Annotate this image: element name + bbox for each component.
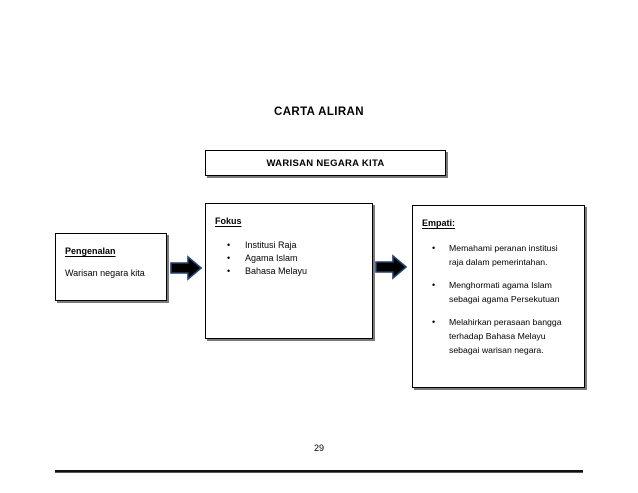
list-item: Melahirkan perasaan bangga terhadap Baha… bbox=[422, 315, 574, 357]
page-number: 29 bbox=[313, 443, 324, 453]
flow-box-empati-heading: Empati: bbox=[422, 218, 456, 228]
flowchart-banner-box: WARISAN NEGARA KITA bbox=[205, 150, 446, 176]
flow-box-fokus-heading: Fokus bbox=[215, 216, 242, 226]
list-item: Institusi Raja bbox=[215, 239, 363, 252]
flow-box-pengenalan: Pengenalan Warisan negara kita bbox=[55, 233, 167, 301]
flow-box-empati-bullet-list: Memahami peranan institusi raja dalam pe… bbox=[422, 241, 574, 357]
list-item: Agama Islam bbox=[215, 252, 363, 265]
footer-divider bbox=[55, 470, 583, 473]
list-item: Memahami peranan institusi raja dalam pe… bbox=[422, 241, 574, 269]
page-title: CARTA ALIRAN bbox=[274, 106, 364, 118]
flow-box-pengenalan-heading: Pengenalan bbox=[65, 246, 116, 256]
right-block-arrow-icon bbox=[170, 255, 202, 281]
list-item: Bahasa Melayu bbox=[215, 265, 363, 278]
flow-box-fokus-bullet-list: Institusi Raja Agama Islam Bahasa Melayu bbox=[215, 239, 363, 278]
list-item: Menghormati agama Islam sebagai agama Pe… bbox=[422, 278, 574, 306]
flowchart-banner-label: WARISAN NEGARA KITA bbox=[266, 157, 385, 169]
flow-box-empati: Empati: Memahami peranan institusi raja … bbox=[412, 205, 585, 388]
flow-box-pengenalan-text: Warisan negara kita bbox=[65, 268, 145, 278]
flow-box-fokus: Fokus Institusi Raja Agama Islam Bahasa … bbox=[205, 203, 373, 339]
right-block-arrow-icon bbox=[375, 254, 407, 280]
